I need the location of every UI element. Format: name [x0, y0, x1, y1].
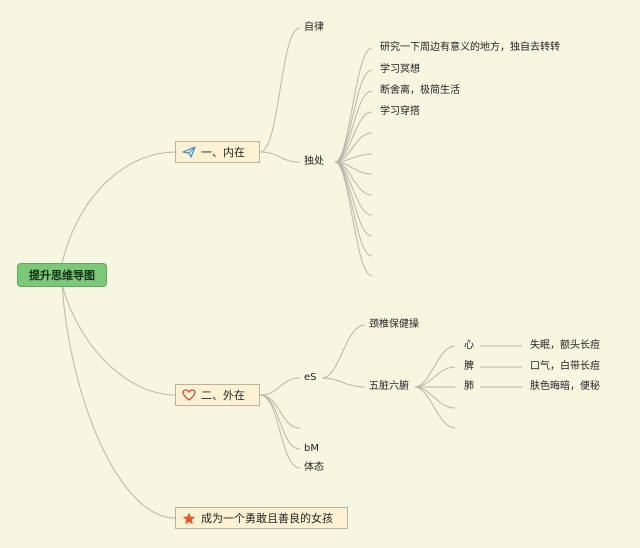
node-zilu[interactable]: 自律 [304, 22, 324, 33]
branch-outer-label: 二、外在 [201, 389, 245, 402]
organ-xin[interactable]: 心 [464, 340, 474, 351]
es-item-organs[interactable]: 五脏六腑 [369, 381, 409, 392]
organ-xin-note[interactable]: 失眠，额头长痘 [530, 340, 600, 351]
heart-outline-icon [182, 389, 196, 401]
branch-inner-node[interactable]: 一、内在 [175, 141, 260, 163]
organ-pi[interactable]: 脾 [464, 361, 474, 372]
organ-pi-note[interactable]: 口气，白带长痘 [530, 361, 600, 372]
branch-goal-node[interactable]: 成为一个勇敢且善良的女孩 [175, 507, 348, 529]
branch-inner-label: 一、内在 [201, 146, 245, 159]
branch-outer-node[interactable]: 二、外在 [175, 384, 260, 406]
organ-fei[interactable]: 肺 [464, 381, 474, 392]
duchu-item-4[interactable]: 学习穿搭 [380, 106, 420, 117]
node-es[interactable]: eS [304, 372, 317, 383]
duchu-item-1[interactable]: 研究一下周边有意义的地方，独自去转转 [380, 42, 560, 53]
root-label: 提升思维导图 [29, 269, 95, 282]
root-node[interactable]: 提升思维导图 [17, 263, 107, 287]
node-bm[interactable]: bM [304, 443, 319, 454]
duchu-item-3[interactable]: 断舍离，极简生活 [380, 85, 460, 96]
node-duchu[interactable]: 独处 [304, 156, 324, 167]
paper-plane-icon [182, 146, 196, 158]
star-icon [182, 512, 196, 524]
duchu-item-2[interactable]: 学习冥想 [380, 64, 420, 75]
node-titai[interactable]: 体态 [304, 462, 324, 473]
es-item-neck[interactable]: 颈椎保健操 [369, 319, 419, 330]
organ-fei-note[interactable]: 肤色晦暗，便秘 [530, 381, 600, 392]
branch-goal-label: 成为一个勇敢且善良的女孩 [201, 512, 333, 525]
